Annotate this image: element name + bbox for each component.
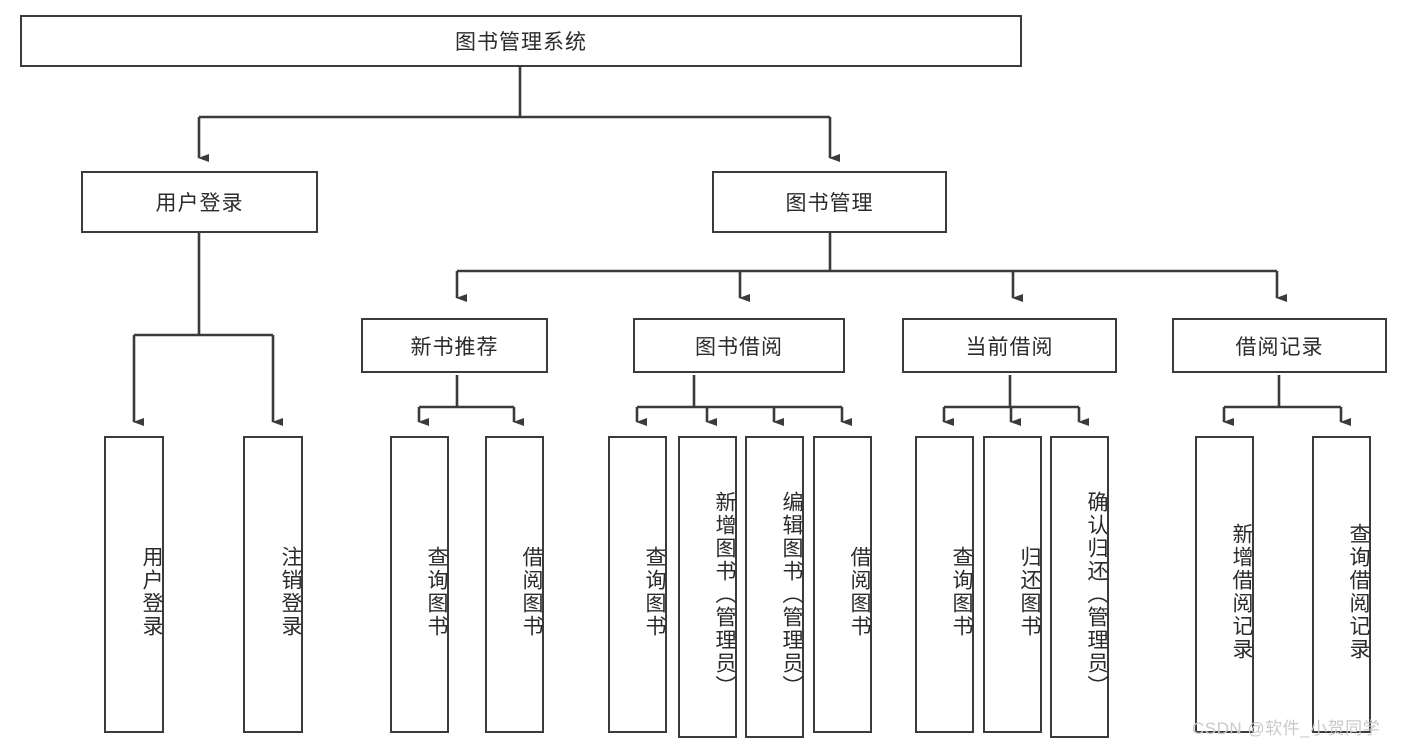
node-book-management[interactable]: 图书管理	[712, 171, 947, 233]
node-label: 查询图书	[950, 545, 973, 638]
leaf-user-login-logout[interactable]: 注销登录	[243, 436, 303, 733]
leaf-user-login-login[interactable]: 用户登录	[104, 436, 164, 733]
leaf-borrow-record-add-record[interactable]: 新增借阅记录	[1195, 436, 1254, 733]
node-root-system[interactable]: 图书管理系统	[20, 15, 1022, 67]
leaf-borrow-record-query-record[interactable]: 查询借阅记录	[1312, 436, 1371, 733]
node-label: 查询图书	[425, 545, 448, 638]
node-book-borrow[interactable]: 图书借阅	[633, 318, 845, 373]
leaf-book-borrow-edit-book[interactable]: 编辑图书（管理员）	[745, 436, 804, 738]
node-label: 查询借阅记录	[1347, 522, 1370, 661]
leaf-new-book-query-book[interactable]: 查询图书	[390, 436, 449, 733]
node-label: 图书管理	[785, 192, 874, 215]
node-new-book-recommend[interactable]: 新书推荐	[361, 318, 548, 373]
node-label: 注销登录	[279, 545, 302, 638]
leaf-book-borrow-add-book[interactable]: 新增图书（管理员）	[678, 436, 737, 738]
node-label: 新增借阅记录	[1230, 522, 1253, 661]
node-label: 用户登录	[155, 192, 244, 215]
node-label: 图书借阅	[695, 335, 783, 359]
node-label: 归还图书	[1018, 545, 1041, 638]
node-borrow-record[interactable]: 借阅记录	[1172, 318, 1387, 373]
node-label: 新增图书（管理员）	[713, 490, 736, 698]
node-label: 借阅图书	[520, 545, 543, 638]
node-label: 用户登录	[140, 545, 163, 638]
node-label: 编辑图书（管理员）	[780, 490, 803, 698]
node-label: 新书推荐	[410, 335, 499, 359]
leaf-book-borrow-borrow-book[interactable]: 借阅图书	[813, 436, 872, 733]
node-label: 查询图书	[643, 545, 666, 638]
node-label: 当前借阅	[965, 335, 1054, 359]
leaf-new-book-borrow-book[interactable]: 借阅图书	[485, 436, 544, 733]
node-user-login[interactable]: 用户登录	[81, 171, 318, 233]
node-label: 确认归还（管理员）	[1085, 490, 1108, 698]
leaf-current-borrow-query-book[interactable]: 查询图书	[915, 436, 974, 733]
leaf-book-borrow-query-book[interactable]: 查询图书	[608, 436, 667, 733]
watermark: CSDN @软件_小贺同学	[1192, 719, 1381, 738]
node-label: 图书管理系统	[455, 31, 587, 54]
leaf-current-borrow-confirm-return[interactable]: 确认归还（管理员）	[1050, 436, 1109, 738]
node-current-borrow[interactable]: 当前借阅	[902, 318, 1117, 373]
node-label: 借阅图书	[848, 545, 871, 638]
node-label: 借阅记录	[1235, 335, 1324, 359]
leaf-current-borrow-return-book[interactable]: 归还图书	[983, 436, 1042, 733]
